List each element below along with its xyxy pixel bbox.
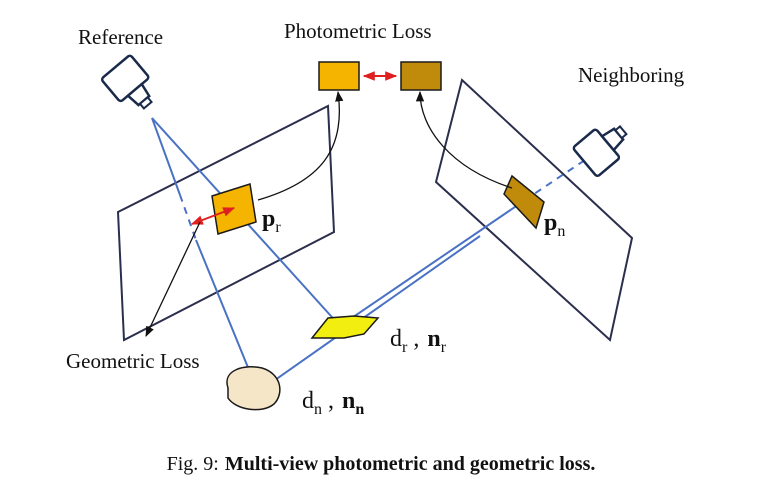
dr-comma: , — [413, 326, 419, 352]
figure-caption: Fig. 9: Multi-view photometric and geomet… — [167, 453, 596, 475]
caption-title: Multi-view photometric and geometric los… — [225, 453, 595, 475]
dr-base: d — [390, 326, 402, 352]
pr-base: p — [262, 206, 275, 232]
pn-base: p — [544, 210, 557, 236]
neighbor-ray-to-dr-lower — [339, 193, 535, 327]
nn-base: n — [342, 388, 355, 414]
reference-label: Reference — [78, 25, 163, 49]
photometric-loss-label: Photometric Loss — [284, 19, 432, 43]
pn-sub: n — [557, 223, 565, 240]
reference-ray-to-dn-visible — [151, 117, 181, 196]
pr-label: pr — [262, 206, 281, 236]
caption-prefix: Fig. 9: — [167, 453, 219, 475]
curve-pn-to-photometric — [415, 90, 513, 189]
nr-base: n — [427, 326, 440, 352]
dn-base: d — [302, 388, 314, 414]
surface-patch-dn — [226, 366, 281, 411]
dr-nr-label: dr,nr — [390, 326, 447, 356]
nn-sub: n — [355, 401, 364, 418]
geometric-loss-double-arrow — [190, 207, 236, 225]
surface-patch-dr — [310, 315, 380, 339]
camera-icon — [100, 54, 153, 110]
dn-nn-label: dn,nn — [302, 388, 364, 418]
dn-sub: n — [314, 401, 322, 418]
photometric-box-neighbor — [400, 61, 442, 91]
geometric-loss-label: Geometric Loss — [66, 349, 200, 373]
reference-ray-to-dn-hidden — [179, 194, 197, 241]
dn-comma: , — [328, 388, 334, 414]
neighbor-ray-to-dn — [257, 235, 481, 393]
pn-label: pn — [544, 210, 565, 240]
neighbor-patch-pn — [503, 174, 545, 230]
nr-sub: r — [441, 339, 447, 356]
camera-icon — [572, 125, 628, 178]
pr-sub: r — [275, 219, 281, 236]
geometric-loss-pointer — [145, 221, 201, 337]
curve-pr-to-photometric — [257, 90, 344, 201]
neighboring-label: Neighboring — [578, 63, 685, 87]
photometric-box-reference — [318, 61, 360, 91]
dr-sub: r — [402, 339, 408, 356]
